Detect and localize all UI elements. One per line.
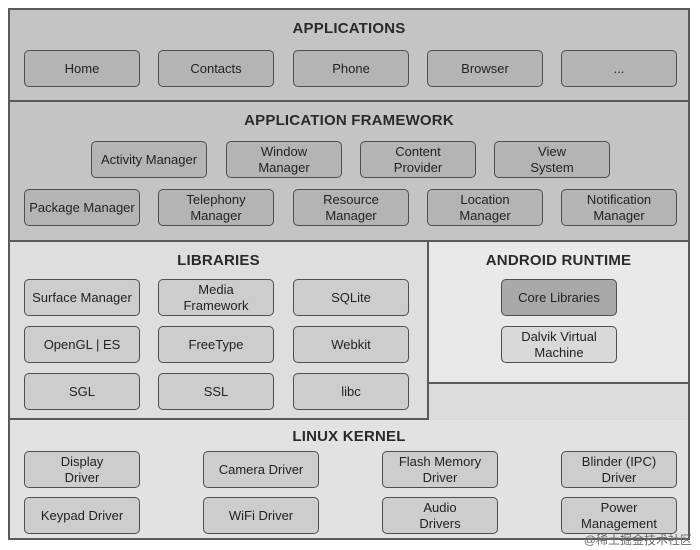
lib-sgl: SGL: [24, 373, 140, 410]
kernel-binder-ipc-driver: Blinder (IPC) Driver: [561, 451, 677, 488]
app-box-browser: Browser: [427, 50, 543, 87]
framework-view-system: View System: [494, 141, 610, 178]
framework-resource-manager: Resource Manager: [293, 189, 409, 226]
libraries-layer: LIBRARIES Surface Manager Media Framewor…: [10, 242, 429, 420]
kernel-display-driver: Display Driver: [24, 451, 140, 488]
runtime-dalvik-vm: Dalvik Virtual Machine: [501, 326, 617, 363]
framework-activity-manager: Activity Manager: [91, 141, 207, 178]
framework-telephony-manager: Telephony Manager: [158, 189, 274, 226]
lib-freetype: FreeType: [158, 326, 274, 363]
kernel-camera-driver: Camera Driver: [203, 451, 319, 488]
lib-opengl-es: OpenGL | ES: [24, 326, 140, 363]
runtime-title: ANDROID RUNTIME: [485, 252, 632, 269]
lib-sqlite: SQLite: [293, 279, 409, 316]
kernel-power-management: Power Management: [561, 497, 677, 534]
framework-package-manager: Package Manager: [24, 189, 140, 226]
lib-surface-manager: Surface Manager: [24, 279, 140, 316]
libraries-title: LIBRARIES: [177, 252, 260, 269]
kernel-audio-drivers: Audio Drivers: [382, 497, 498, 534]
framework-window-manager: Window Manager: [226, 141, 342, 178]
kernel-keypad-driver: Keypad Driver: [24, 497, 140, 534]
applications-title: APPLICATIONS: [292, 20, 406, 37]
lib-webkit: Webkit: [293, 326, 409, 363]
lib-media-framework: Media Framework: [158, 279, 274, 316]
kernel-title: LINUX KERNEL: [292, 428, 406, 445]
lib-libc: libc: [293, 373, 409, 410]
lib-ssl: SSL: [158, 373, 274, 410]
app-box-contacts: Contacts: [158, 50, 274, 87]
applications-layer: APPLICATIONS Home Contacts Phone Browser…: [10, 10, 688, 102]
app-box-home: Home: [24, 50, 140, 87]
framework-location-manager: Location Manager: [427, 189, 543, 226]
linux-kernel-layer: LINUX KERNEL Display Driver Camera Drive…: [10, 420, 688, 538]
framework-layer: APPLICATION FRAMEWORK Activity Manager W…: [10, 102, 688, 242]
kernel-wifi-driver: WiFi Driver: [203, 497, 319, 534]
android-runtime-layer: ANDROID RUNTIME Core Libraries Dalvik Vi…: [429, 242, 688, 384]
framework-title: APPLICATION FRAMEWORK: [244, 112, 454, 129]
framework-content-provider: Content Provider: [360, 141, 476, 178]
watermark: @稀土掘金技术社区: [583, 533, 692, 547]
kernel-flash-memory-driver: Flash Memory Driver: [382, 451, 498, 488]
framework-notification-manager: Notification Manager: [561, 189, 677, 226]
runtime-core-libraries: Core Libraries: [501, 279, 617, 316]
app-box-more: ...: [561, 50, 677, 87]
app-box-phone: Phone: [293, 50, 409, 87]
android-architecture-diagram: APPLICATIONS Home Contacts Phone Browser…: [8, 8, 690, 540]
